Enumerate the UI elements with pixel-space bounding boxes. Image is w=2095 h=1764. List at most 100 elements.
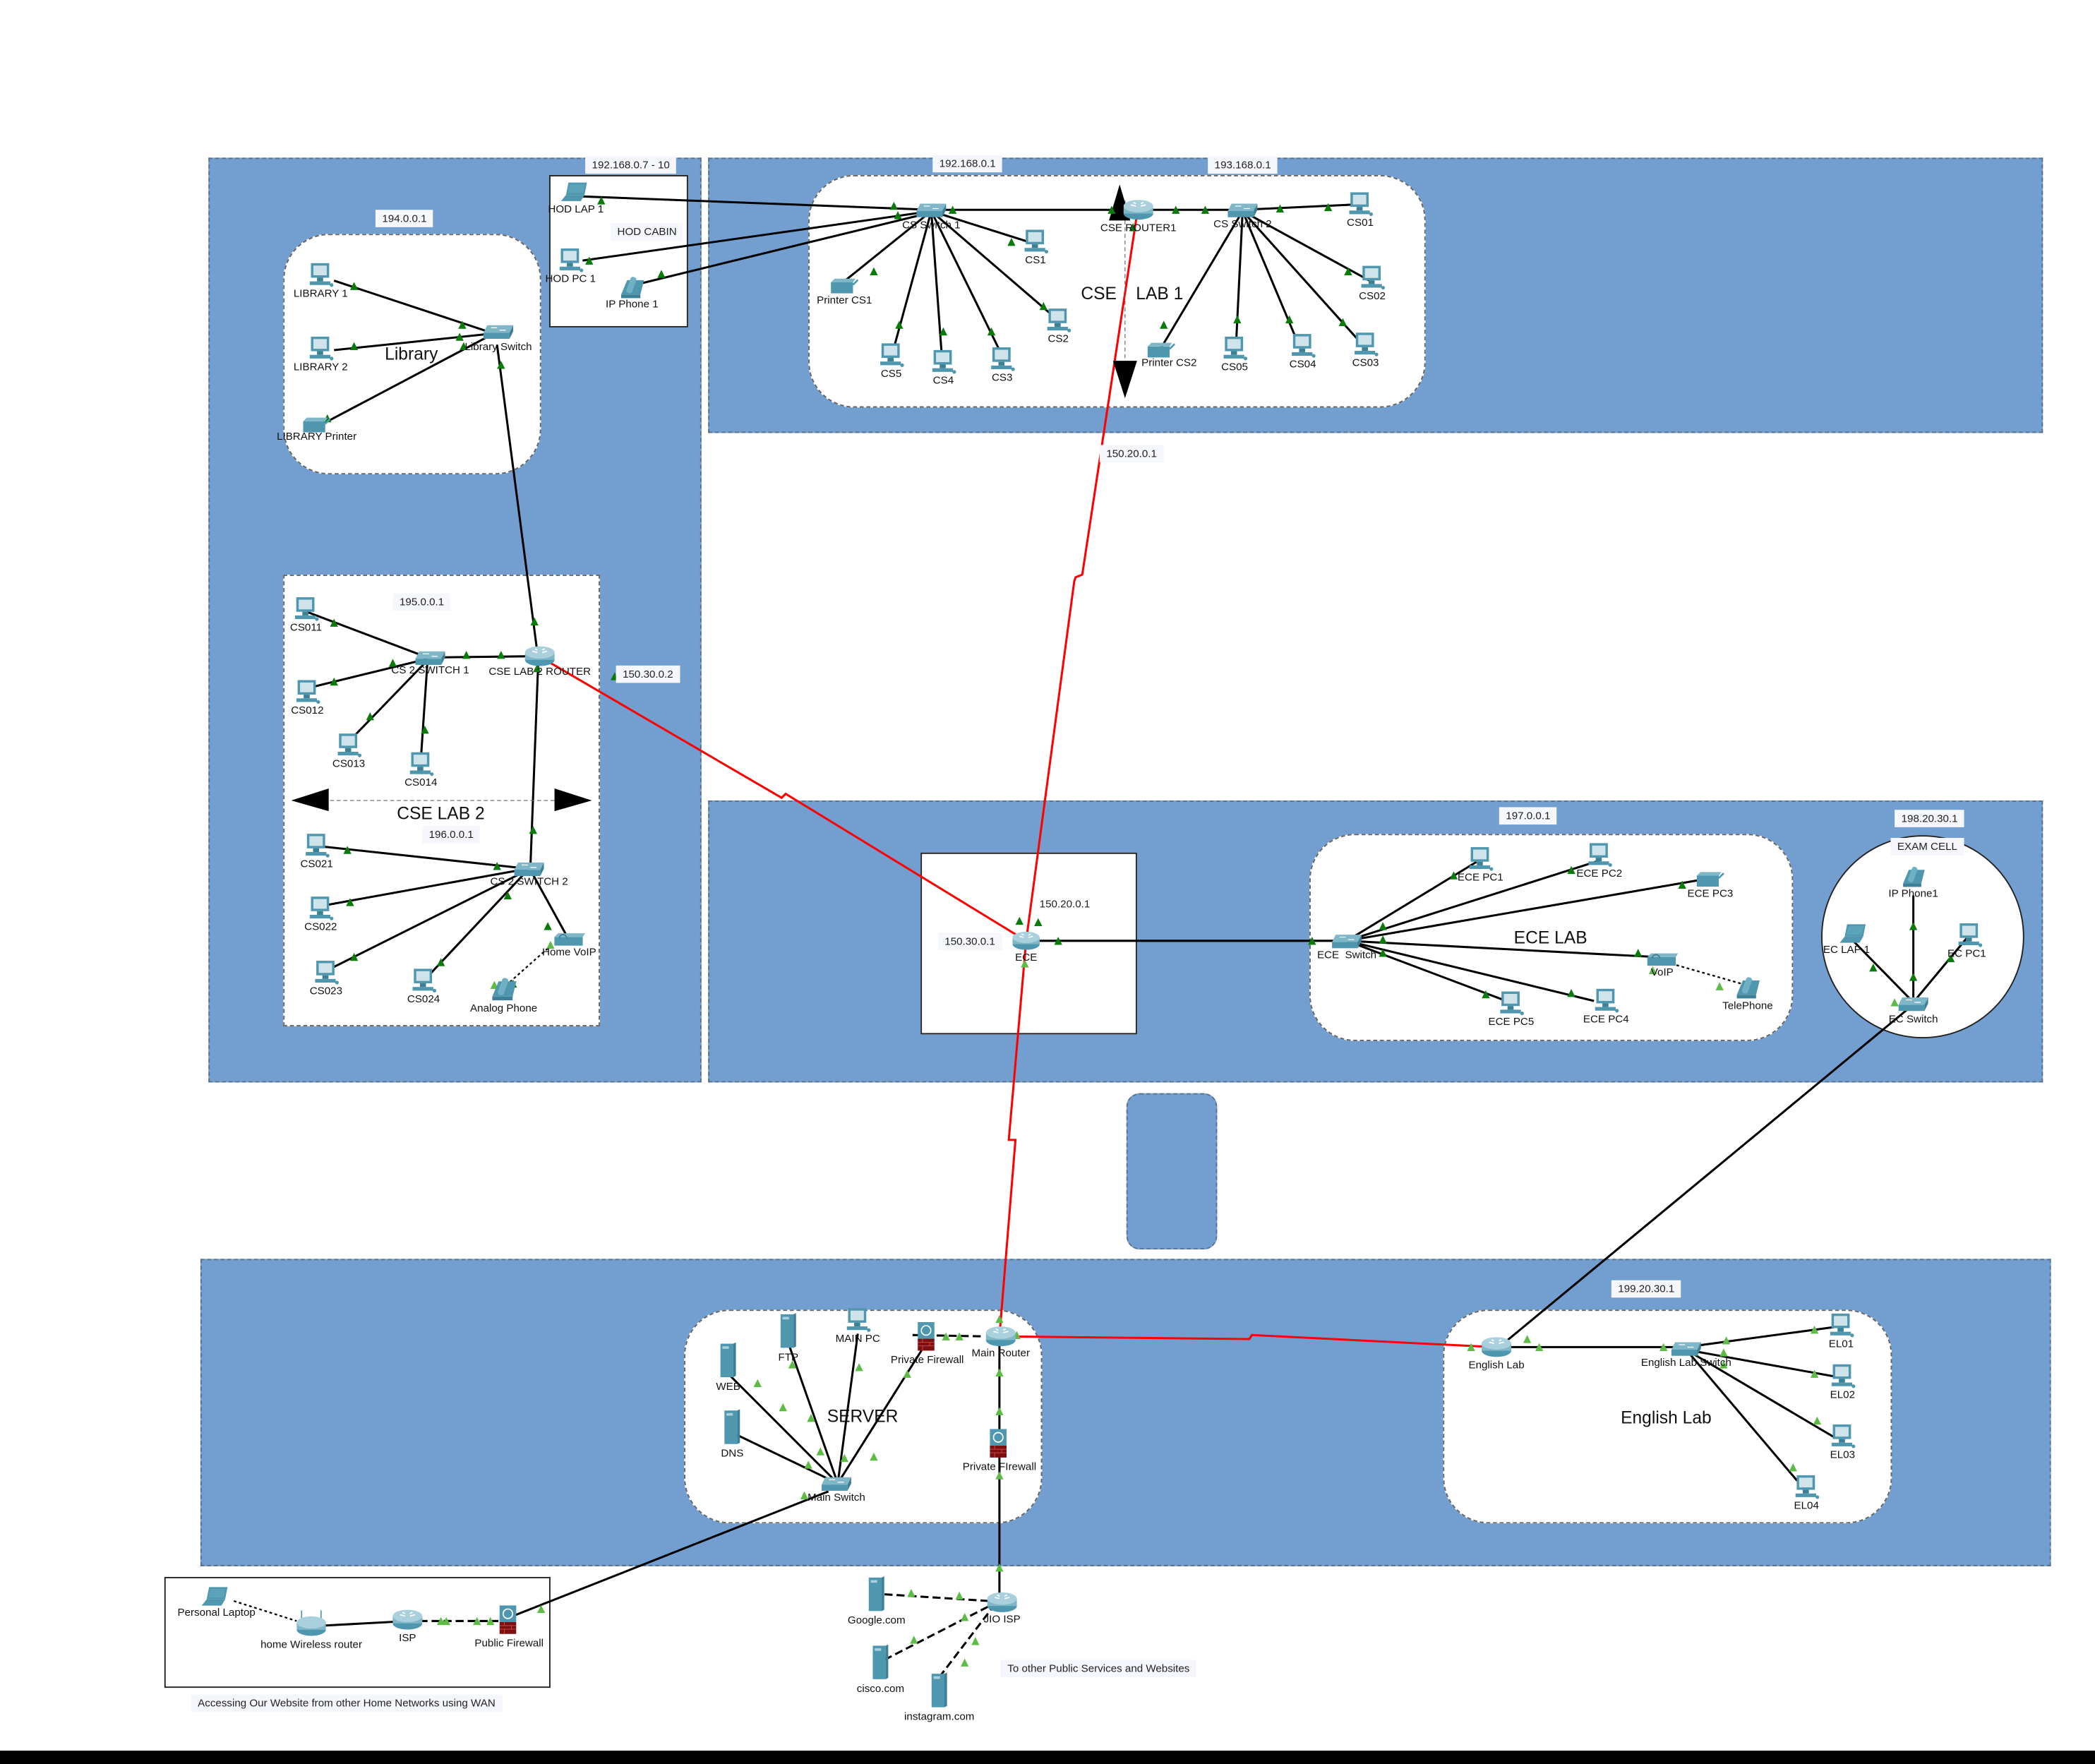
- device-label: CS02: [1359, 289, 1386, 302]
- device-label: CS01: [1347, 216, 1374, 229]
- spare-zone: [1126, 1093, 1218, 1250]
- pc-icon: [1955, 922, 1984, 949]
- pc-icon: [1591, 988, 1621, 1014]
- pc-icon: [406, 751, 436, 778]
- server-icon: [867, 1576, 886, 1612]
- server-icon: [723, 1409, 742, 1445]
- phone-icon: [1733, 976, 1763, 1000]
- english-lab-title: English Lab: [1621, 1407, 1712, 1427]
- public-caption-note: To other Public Services and Websites: [1000, 1660, 1196, 1677]
- device-label: ISP: [399, 1631, 416, 1644]
- device-label: CS021: [300, 858, 333, 870]
- router-icon: [1122, 198, 1154, 221]
- device-label: EL04: [1794, 1499, 1819, 1512]
- pc-icon: [556, 247, 585, 274]
- device-label: Main Router: [971, 1347, 1031, 1360]
- device-label: CS Switch 2: [1213, 217, 1272, 230]
- cse2-sw1-net-note: 195.0.0.1: [392, 593, 451, 611]
- device-label: CS2: [1048, 332, 1069, 345]
- device-label: LIBRARY Printer: [277, 430, 357, 443]
- home-caption-note: Accessing Our Website from other Home Ne…: [191, 1694, 503, 1712]
- device-label: CS022: [304, 920, 337, 933]
- device-label: CS 2 SWITCH 1: [391, 664, 469, 676]
- device-label: ECE PC5: [1488, 1015, 1535, 1028]
- server-cluster: [684, 1309, 1043, 1524]
- device-label: IP Phone1: [1888, 887, 1938, 900]
- library-net-note: 194.0.0.1: [375, 210, 434, 227]
- wan-cse1-note: 150.20.0.1: [1099, 445, 1164, 463]
- device-label: LIBRARY 1: [293, 287, 348, 300]
- device-label: Personal Laptop: [177, 1606, 256, 1619]
- device-label: CS014: [404, 776, 438, 788]
- ece-if1-note: 150.20.0.1: [1039, 898, 1091, 911]
- pc-icon: [1827, 1363, 1857, 1390]
- device-label: EL02: [1830, 1388, 1855, 1401]
- device-label: Public Firewall: [474, 1637, 544, 1650]
- wan-cse2-note: 150.30.0.2: [616, 665, 680, 683]
- pc-icon: [302, 832, 332, 859]
- device-label: English Lab: [1468, 1359, 1525, 1372]
- device-label: Private Firewall: [890, 1353, 964, 1366]
- wireless-router-icon: [294, 1610, 328, 1637]
- device-label: TelePhone: [1722, 1000, 1773, 1012]
- device-label: Printer CS2: [1141, 356, 1197, 369]
- pc-icon: [334, 732, 364, 759]
- laptop-icon: [200, 1585, 232, 1608]
- bottom-bar: [0, 1751, 2095, 1764]
- pc-icon: [1466, 846, 1496, 872]
- printer-icon: [1695, 870, 1725, 888]
- firewall-icon: [498, 1603, 520, 1636]
- device-label: WEB: [716, 1380, 740, 1393]
- device-label: CSE LAB 2 ROUTER: [488, 665, 592, 678]
- exam-net-note: 198.20.30.1: [1895, 810, 1965, 827]
- pc-icon: [988, 346, 1017, 373]
- device-label: DNS: [721, 1447, 744, 1460]
- pc-icon: [293, 679, 323, 706]
- device-label: IP Phone 1: [606, 298, 659, 311]
- device-label: JIO ISP: [983, 1613, 1021, 1626]
- laptop-icon: [560, 181, 592, 204]
- pc-icon: [1791, 1474, 1821, 1501]
- hod-cabin-note: HOD CABIN: [611, 223, 684, 241]
- device-label: Library Switch: [464, 340, 532, 353]
- device-label: CS013: [332, 757, 366, 770]
- device-label: Private FIrewall: [962, 1460, 1037, 1473]
- ece-net-note: 197.0.0.1: [1499, 807, 1557, 825]
- device-label: CS Switch 1: [902, 219, 961, 232]
- router-icon: [986, 1591, 1018, 1614]
- device-label: CS1: [1025, 253, 1046, 266]
- device-label: CS023: [309, 985, 343, 997]
- cse1-sw2-net-note: 193.168.0.1: [1208, 156, 1278, 174]
- pc-icon: [292, 596, 321, 623]
- pc-icon: [1351, 332, 1381, 359]
- device-label: CSE ROUTER1: [1100, 222, 1177, 234]
- device-label: English Lab Switch: [1640, 1356, 1731, 1369]
- pc-icon: [306, 895, 335, 922]
- device-label: ECE Switch: [1316, 949, 1377, 961]
- device-label: CS011: [289, 621, 323, 634]
- switch-icon: [916, 201, 947, 219]
- pc-icon: [306, 262, 335, 289]
- pc-icon: [1220, 335, 1249, 362]
- device-label: CS3: [991, 371, 1013, 384]
- device-label: instagram.com: [904, 1710, 975, 1723]
- cse1-sw1-net-note: 192.168.0.1: [932, 155, 1003, 173]
- device-label: EC LAP 1: [1823, 943, 1871, 956]
- switch-icon: [820, 1475, 852, 1492]
- server-icon: [871, 1645, 890, 1681]
- pc-icon: [843, 1307, 872, 1334]
- device-label: CS024: [407, 992, 440, 1005]
- printer-icon: [829, 277, 859, 295]
- pc-icon: [1021, 229, 1050, 256]
- switch-icon: [1331, 932, 1362, 950]
- device-label: EC PC1: [1947, 947, 1986, 960]
- pc-icon: [306, 335, 335, 362]
- ece-if2-note: 150.30.0.1: [937, 932, 1002, 951]
- device-label: ECE PC2: [1576, 867, 1623, 880]
- device-label: CS04: [1289, 358, 1316, 371]
- device-label: CS05: [1221, 361, 1248, 373]
- switch-icon: [1227, 201, 1259, 219]
- device-label: EL03: [1830, 1448, 1855, 1461]
